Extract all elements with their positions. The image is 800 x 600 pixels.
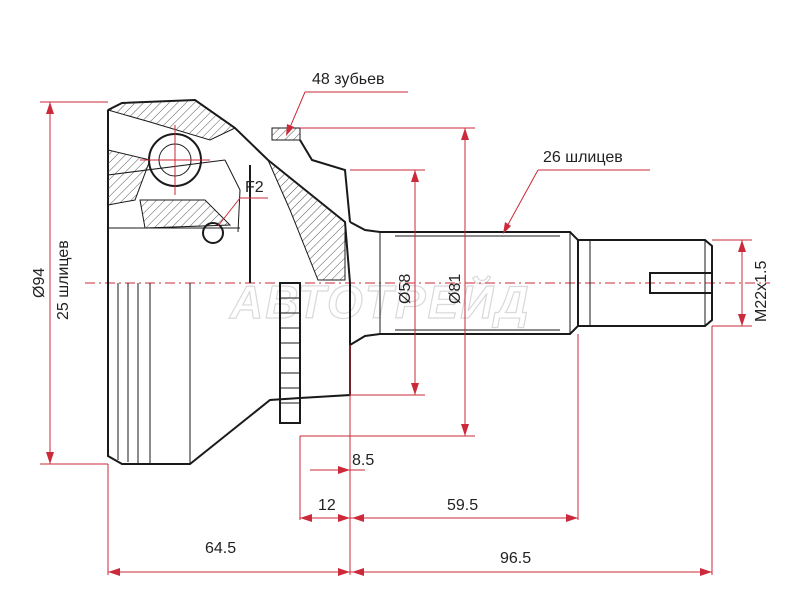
abs-ring	[271, 127, 351, 424]
dim-59-5-label: 59.5	[447, 497, 478, 514]
dim-8-5-label: 8.5	[352, 452, 374, 469]
f2-label: F2	[245, 179, 264, 196]
dimensions	[40, 91, 752, 576]
teeth-count-label: 48 зубьев	[312, 71, 384, 88]
diameter-58-label: Ø58	[397, 274, 414, 304]
shaft-splines-label: 26 шлицев	[543, 149, 623, 166]
inner-splines-label: 25 шлицев	[55, 240, 72, 320]
shaft	[349, 221, 713, 346]
diameter-81-label: Ø81	[447, 274, 464, 304]
watermark-text: АВТОТРЕЙД	[229, 276, 531, 328]
joint-housing	[106, 98, 351, 465]
dim-64-5-label: 64.5	[205, 540, 236, 557]
small-circle	[202, 222, 224, 244]
dim-96-5-label: 96.5	[500, 550, 531, 567]
thread-label: M22x1.5	[753, 261, 770, 322]
outer-diameter-label: Ø94	[31, 268, 48, 298]
dim-12-label: 12	[318, 497, 336, 514]
